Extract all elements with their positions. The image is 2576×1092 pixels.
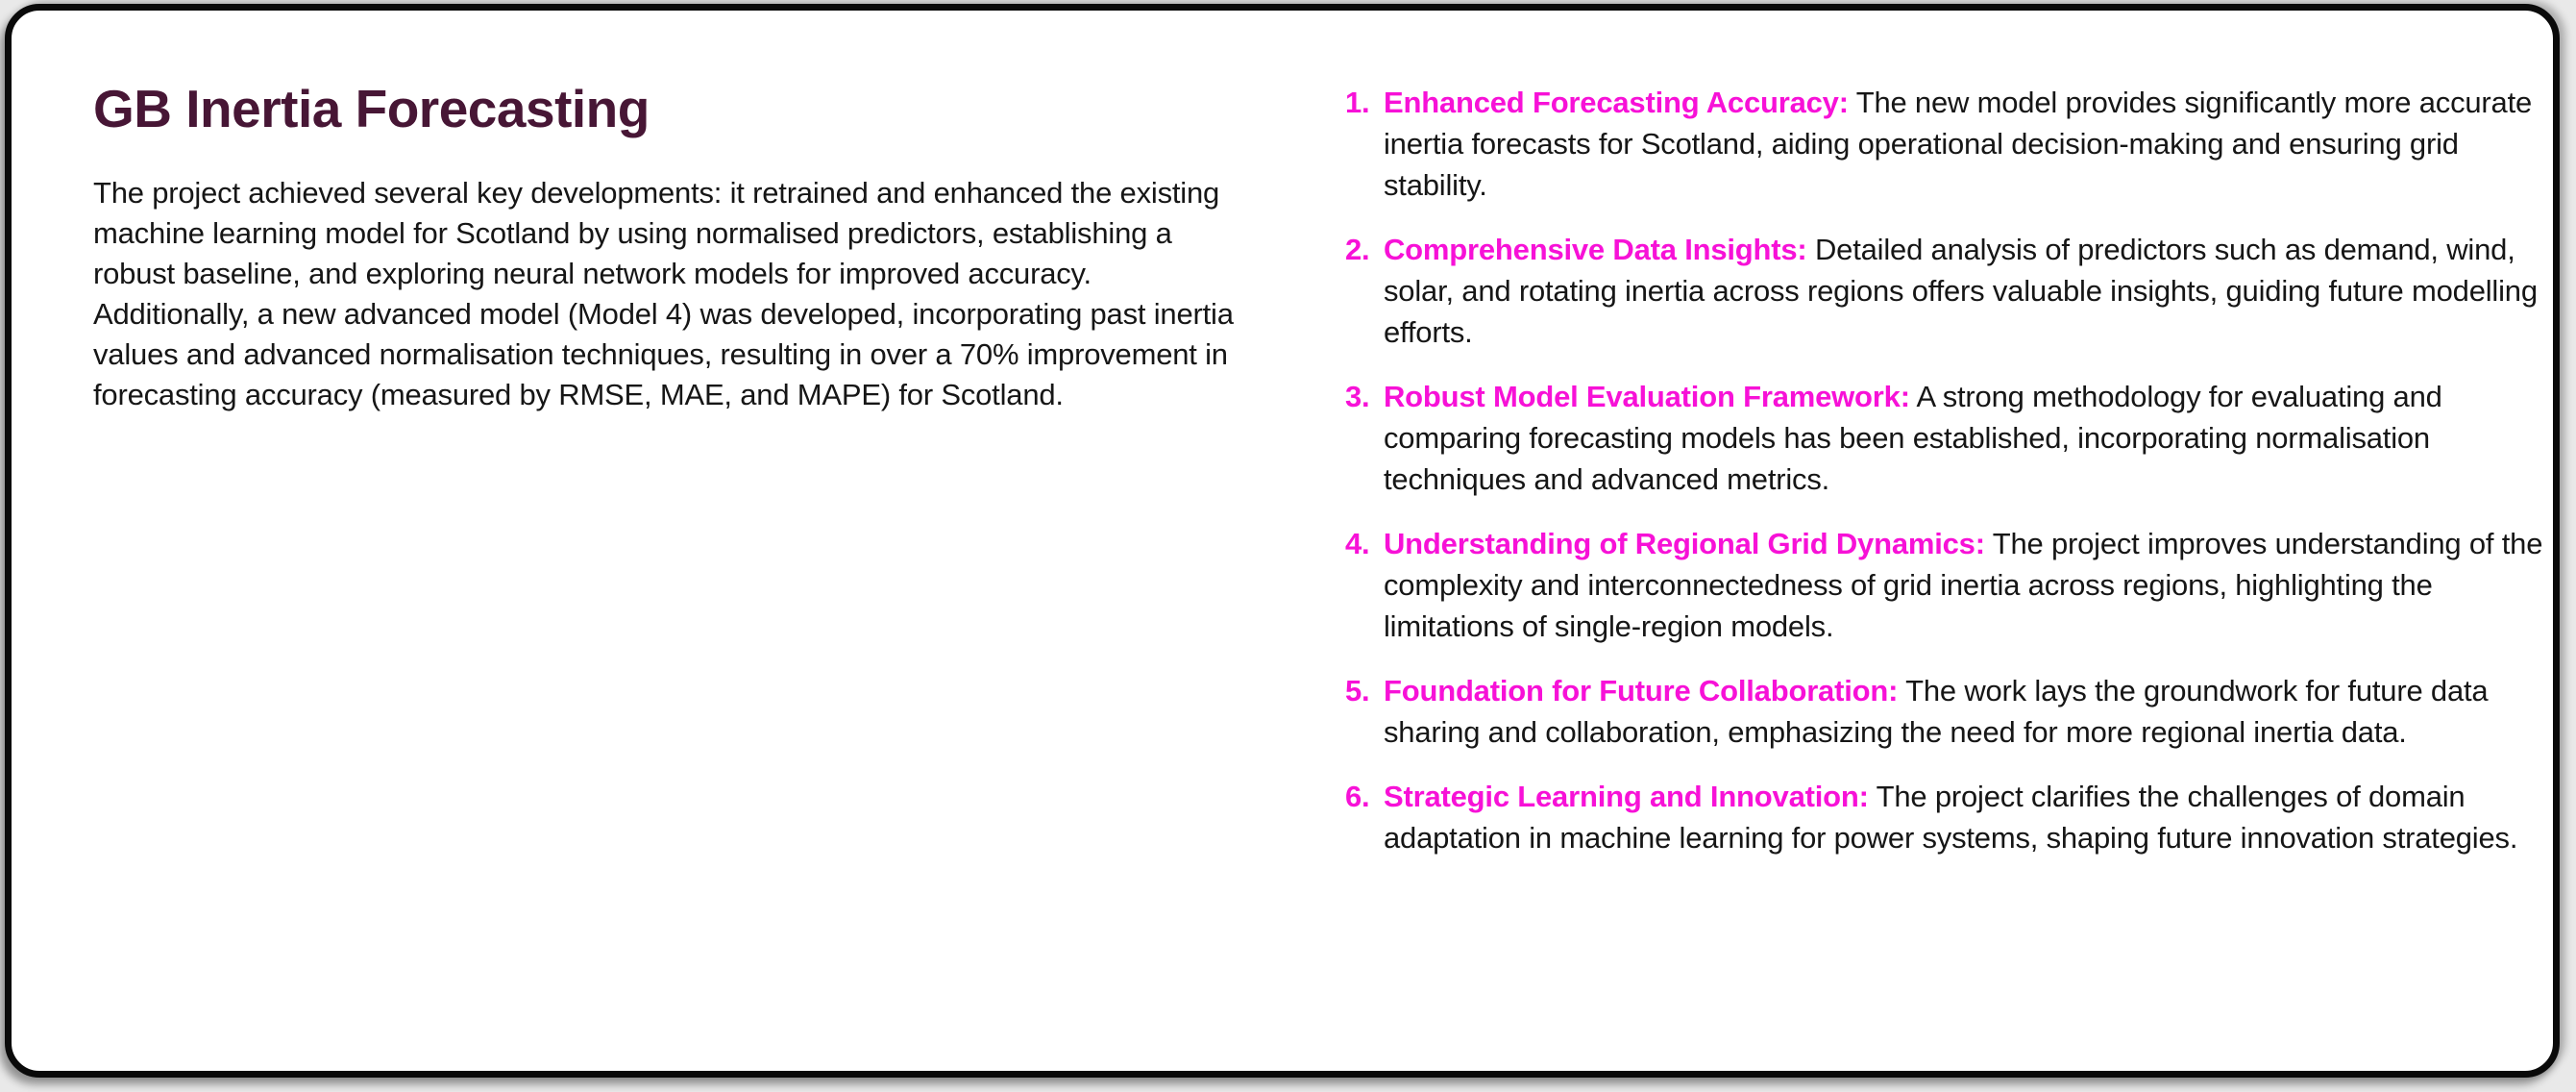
list-item-text: A strong methodology for evaluating and …: [1384, 380, 2442, 496]
summary-column: GB Inertia Forecasting The project achie…: [93, 80, 1237, 415]
list-item-heading: Strategic Learning and Innovation:: [1384, 780, 1869, 813]
list-item-number: 4.: [1345, 527, 1370, 560]
takeaway-list-item: 5. Foundation for Future Collaboration: T…: [1345, 670, 2548, 753]
list-item-heading: Robust Model Evaluation Framework:: [1384, 380, 1910, 413]
list-item-number: 5.: [1345, 674, 1370, 707]
list-item-number: 2.: [1345, 233, 1370, 266]
list-item-heading: Comprehensive Data Insights:: [1384, 233, 1807, 266]
takeaway-list-item: 1. Enhanced Forecasting Accuracy: The new…: [1345, 82, 2548, 206]
list-item-text: The work lays the groundwork for future …: [1384, 674, 2489, 749]
list-item-text: The project improves understanding of th…: [1384, 527, 2543, 643]
list-item-text: The project clarifies the challenges of …: [1384, 780, 2518, 855]
list-item-text: The new model provides significantly mor…: [1384, 86, 2533, 202]
takeaway-list-item: 2. Comprehensive Data Insights: Detailed …: [1345, 229, 2548, 353]
takeaway-list-item: 6. Strategic Learning and Innovation: The…: [1345, 776, 2548, 858]
list-item-heading: Foundation for Future Collaboration:: [1384, 674, 1899, 707]
takeaway-list-item: 4. Understanding of Regional Grid Dynamic…: [1345, 523, 2548, 647]
content-card: GB Inertia Forecasting The project achie…: [5, 4, 2560, 1078]
takeaway-list-item: 3. Robust Model Evaluation Framework: A s…: [1345, 376, 2548, 500]
list-item-text: Detailed analysis of predictors such as …: [1384, 233, 2538, 349]
list-item-number: 3.: [1345, 380, 1370, 413]
list-item-heading: Enhanced Forecasting Accuracy:: [1384, 86, 1849, 119]
list-item-number: 6.: [1345, 780, 1370, 813]
page-title: GB Inertia Forecasting: [93, 79, 650, 138]
list-item-number: 1.: [1345, 86, 1370, 119]
list-item-heading: Understanding of Regional Grid Dynamics:: [1384, 527, 1985, 560]
summary-paragraph: The project achieved several key develop…: [93, 175, 1234, 411]
key-takeaways-list: 1. Enhanced Forecasting Accuracy: The new…: [1345, 82, 2548, 881]
